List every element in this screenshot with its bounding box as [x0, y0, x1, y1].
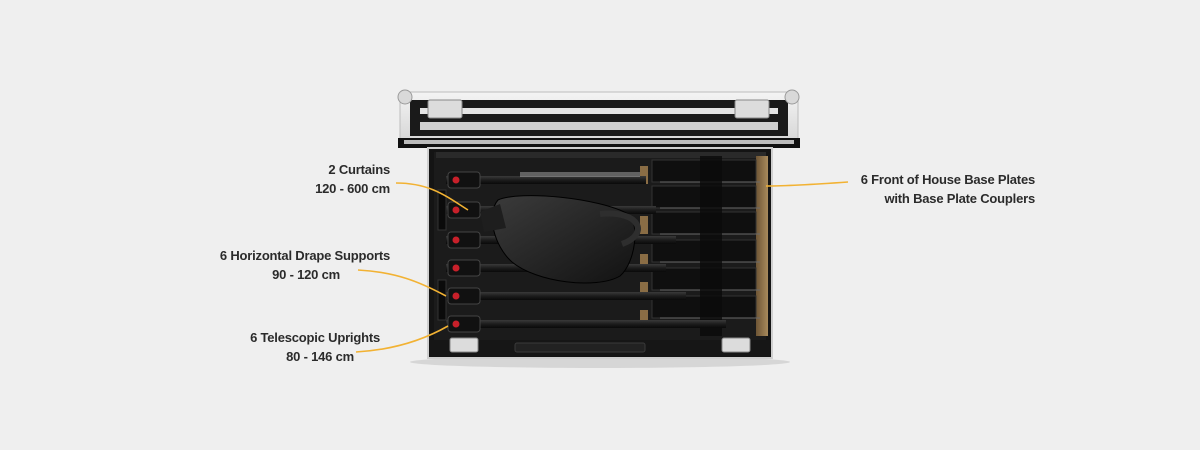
callout-base-plates-subtitle: with Base Plate Couplers [884, 191, 1035, 206]
callout-curtains-title: 2 Curtains [328, 162, 390, 177]
case-lid [397, 89, 800, 148]
callout-uprights: 6 Telescopic Uprights 80 - 146 cm [250, 328, 380, 366]
callout-uprights-title: 6 Telescopic Uprights [250, 330, 380, 345]
lid-latch-right [734, 99, 770, 119]
lid-corner-left [397, 89, 413, 105]
case-logo-plate [514, 342, 646, 353]
callout-curtains-size: 120 - 600 cm [315, 181, 390, 196]
callout-uprights-size: 80 - 146 cm [286, 349, 354, 364]
callout-curtains: 2 Curtains 120 - 600 cm [290, 160, 390, 198]
callout-drape-supports-title: 6 Horizontal Drape Supports [219, 248, 390, 263]
callout-base-plates: 6 Front of House Base Plates with Base P… [820, 170, 1035, 208]
base-plates-stack [651, 156, 760, 336]
leader-curtains [395, 182, 469, 211]
curtain-bag [480, 195, 641, 284]
lid-latch-left [427, 99, 463, 119]
pole-clips [437, 171, 481, 333]
leader-uprights [355, 325, 449, 353]
leader-base-plates [765, 181, 849, 187]
lid-corner-right [784, 89, 800, 105]
callout-drape-supports-size: 90 - 120 cm [272, 267, 340, 282]
case-latch-left [449, 337, 479, 353]
foam-inserts [640, 156, 768, 336]
callout-base-plates-title: 6 Front of House Base Plates [860, 172, 1035, 187]
callout-drape-supports: 6 Horizontal Drape Supports 90 - 120 cm [215, 246, 390, 284]
case-latch-right [721, 337, 751, 353]
leader-drape-supports [357, 269, 447, 297]
leader-lines [355, 181, 849, 353]
